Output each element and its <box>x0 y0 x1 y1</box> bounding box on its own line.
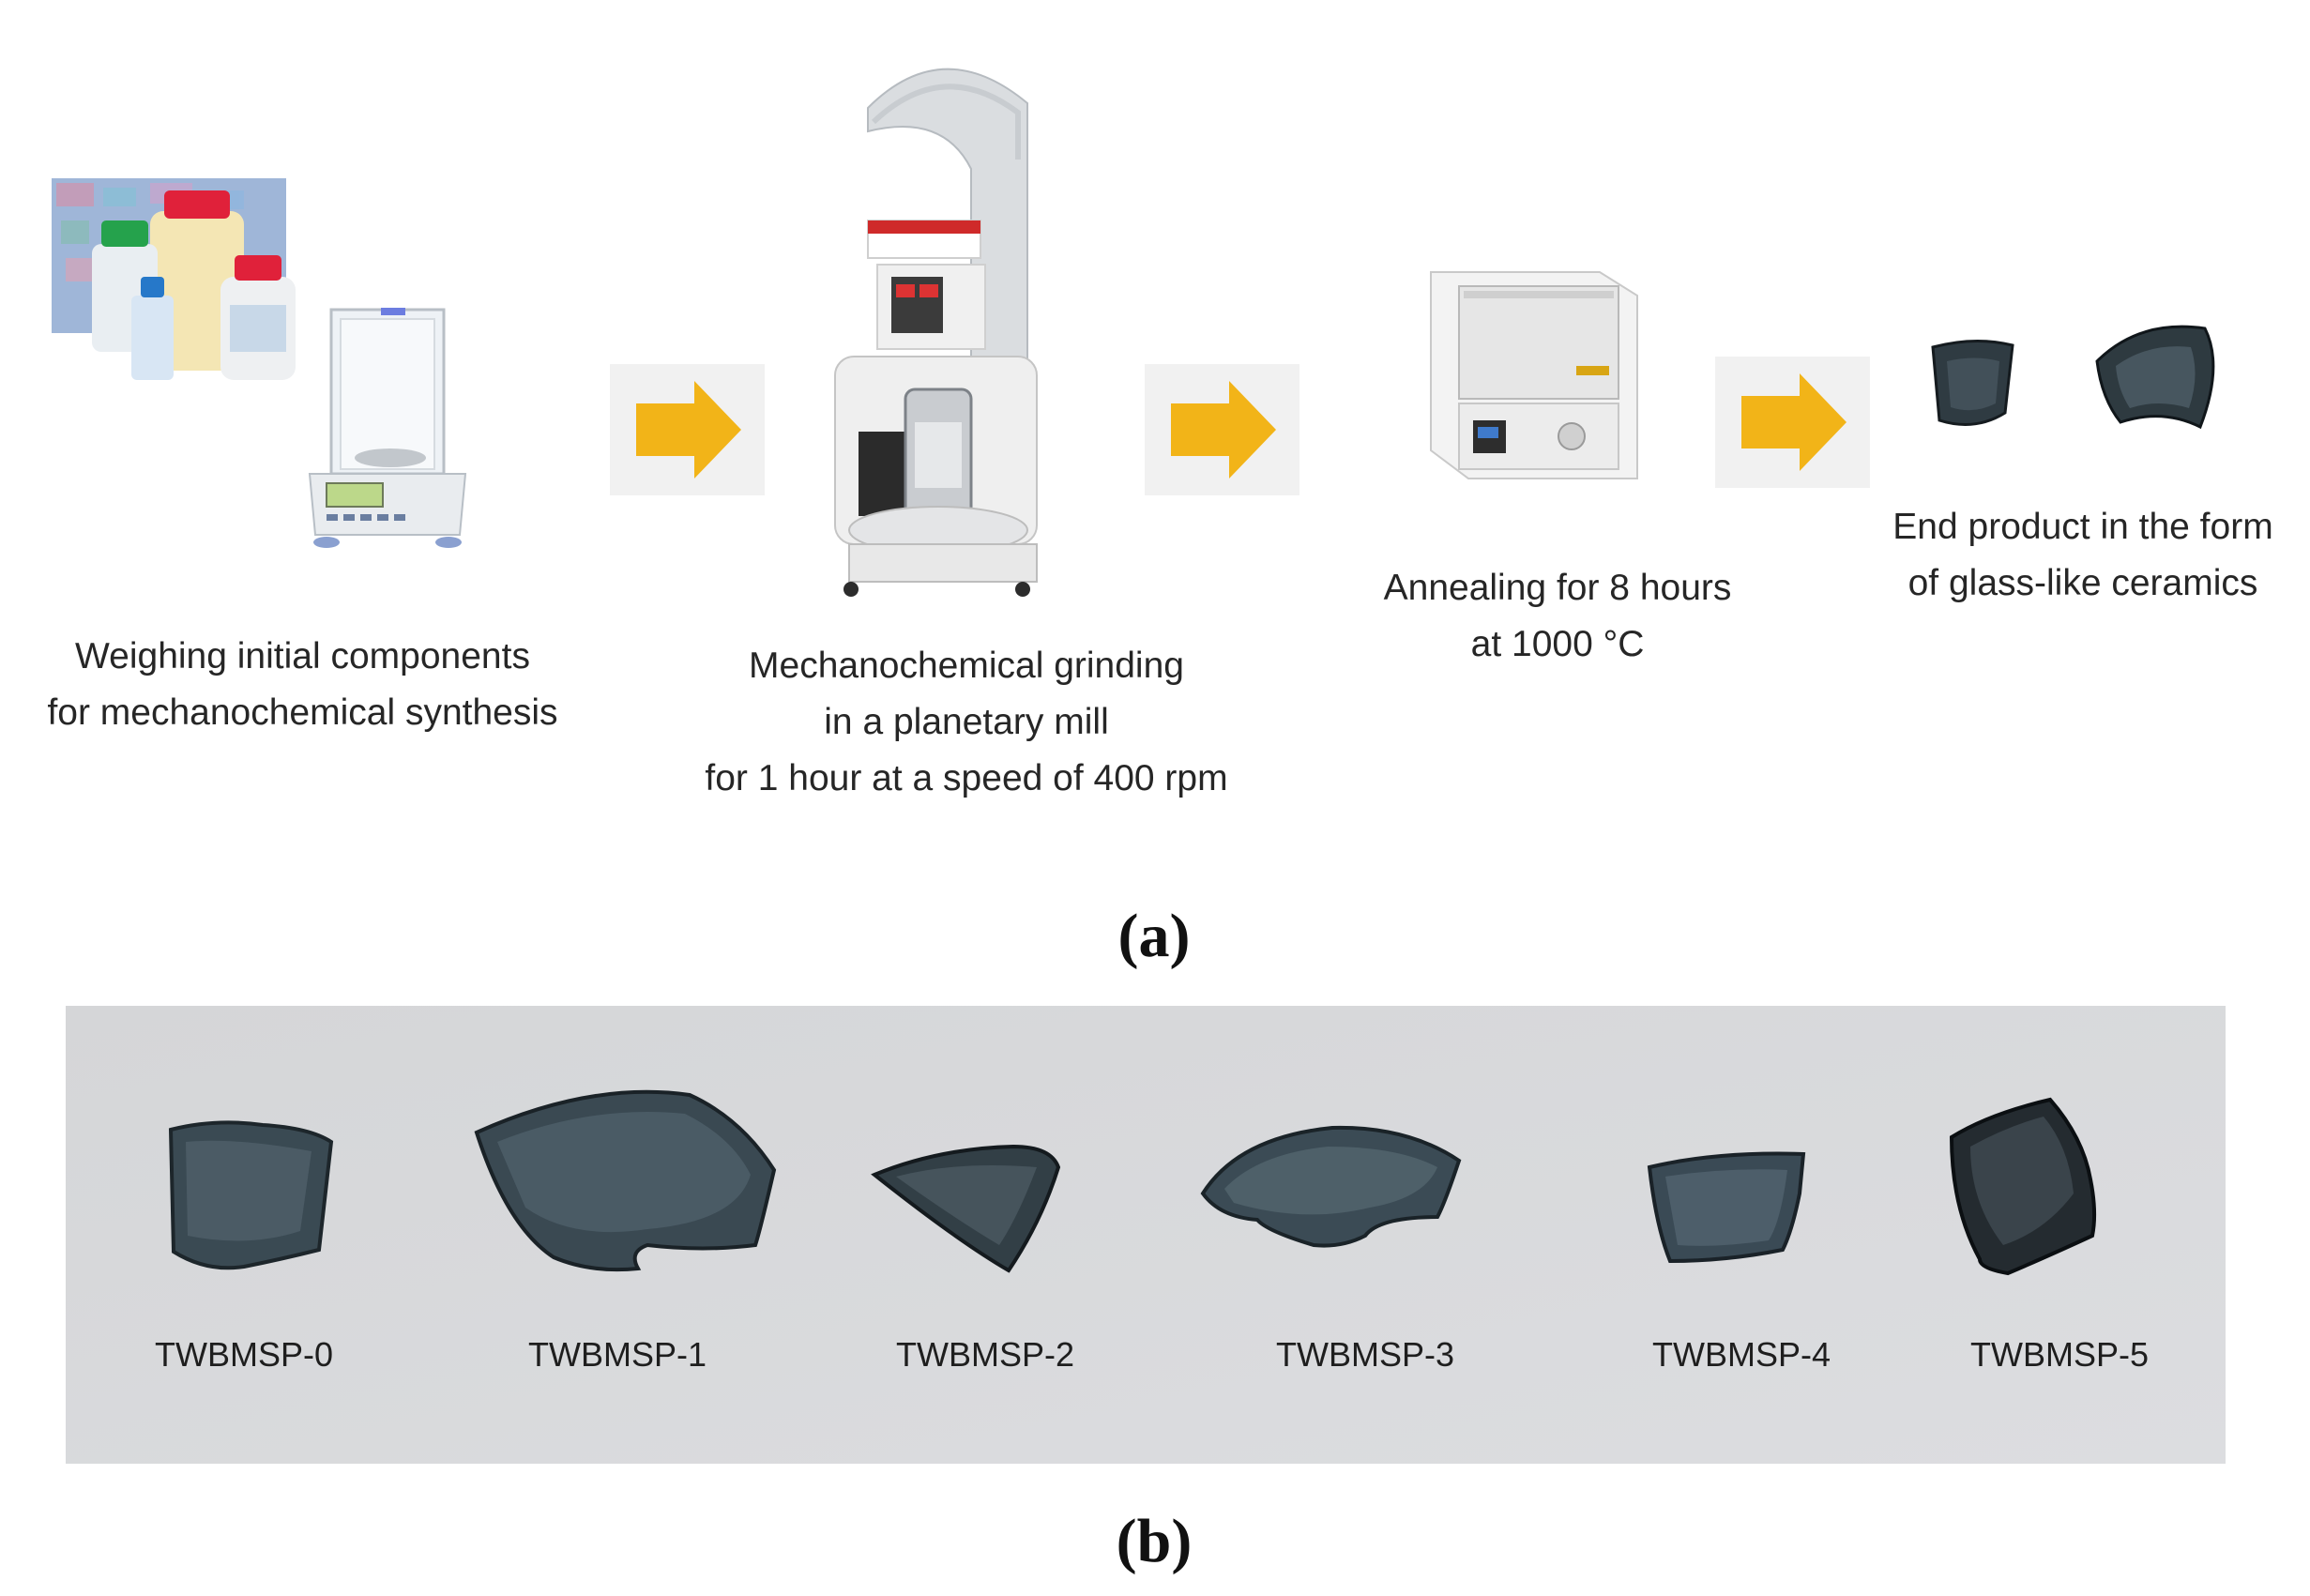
step-4-caption: End product in the form of glass-like ce… <box>1816 499 2310 612</box>
sample-label-0: TWBMSP-0 <box>154 1335 333 1374</box>
step-3-caption: Annealing for 8 hours at 1000 °C <box>1229 560 1886 673</box>
glass-ceramic-pieces-image <box>1931 325 2215 430</box>
step-2-caption: Mechanochemical grinding in a planetary … <box>638 638 1295 807</box>
panel-b-label: (b) <box>1060 1506 1248 1577</box>
sample-label-4: TWBMSP-4 <box>1651 1335 1831 1374</box>
process-arrow-3 <box>1715 357 1870 488</box>
step-4-caption-line-1: End product in the form <box>1892 507 2273 547</box>
step-1-caption-line-1: Weighing initial components <box>75 636 530 676</box>
panel-b-photo: TWBMSP-0 TWBMSP-1 TWBMSP-2 TWBMSP-3 TWBM… <box>66 1006 2226 1464</box>
analytical-balance-image <box>308 308 467 548</box>
process-arrow-2 <box>1145 364 1299 495</box>
reagent-bottles-image <box>52 178 296 380</box>
step-4-caption-line-2: of glass-like ceramics <box>1907 563 2258 603</box>
step-2-caption-line-1: Mechanochemical grinding <box>749 646 1184 686</box>
sample-label-5: TWBMSP-5 <box>1969 1335 2149 1374</box>
sample-label-1: TWBMSP-1 <box>527 1335 707 1374</box>
step-1-caption: Weighing initial components for mechanoc… <box>0 629 605 741</box>
sample-label-3: TWBMSP-3 <box>1275 1335 1454 1374</box>
panel-a-label: (a) <box>1060 901 1248 972</box>
step-1-caption-line-2: for mechanochemical synthesis <box>47 692 558 733</box>
samples-photo-image <box>66 1006 2226 1464</box>
step-3-caption-line-2: at 1000 °C <box>1470 624 1645 664</box>
panel-a-label-text: (a) <box>1117 902 1191 970</box>
planetary-mill-image <box>834 68 1038 597</box>
step-2-caption-line-2: in a planetary mill <box>824 702 1109 742</box>
step-2-caption-line-3: for 1 hour at a speed of 400 rpm <box>705 758 1228 798</box>
muffle-furnace-image <box>1430 271 1638 479</box>
process-arrow-1 <box>610 364 765 495</box>
step-3-caption-line-1: Annealing for 8 hours <box>1383 568 1732 608</box>
sample-label-2: TWBMSP-2 <box>895 1335 1074 1374</box>
panel-b-label-text: (b) <box>1116 1507 1193 1575</box>
